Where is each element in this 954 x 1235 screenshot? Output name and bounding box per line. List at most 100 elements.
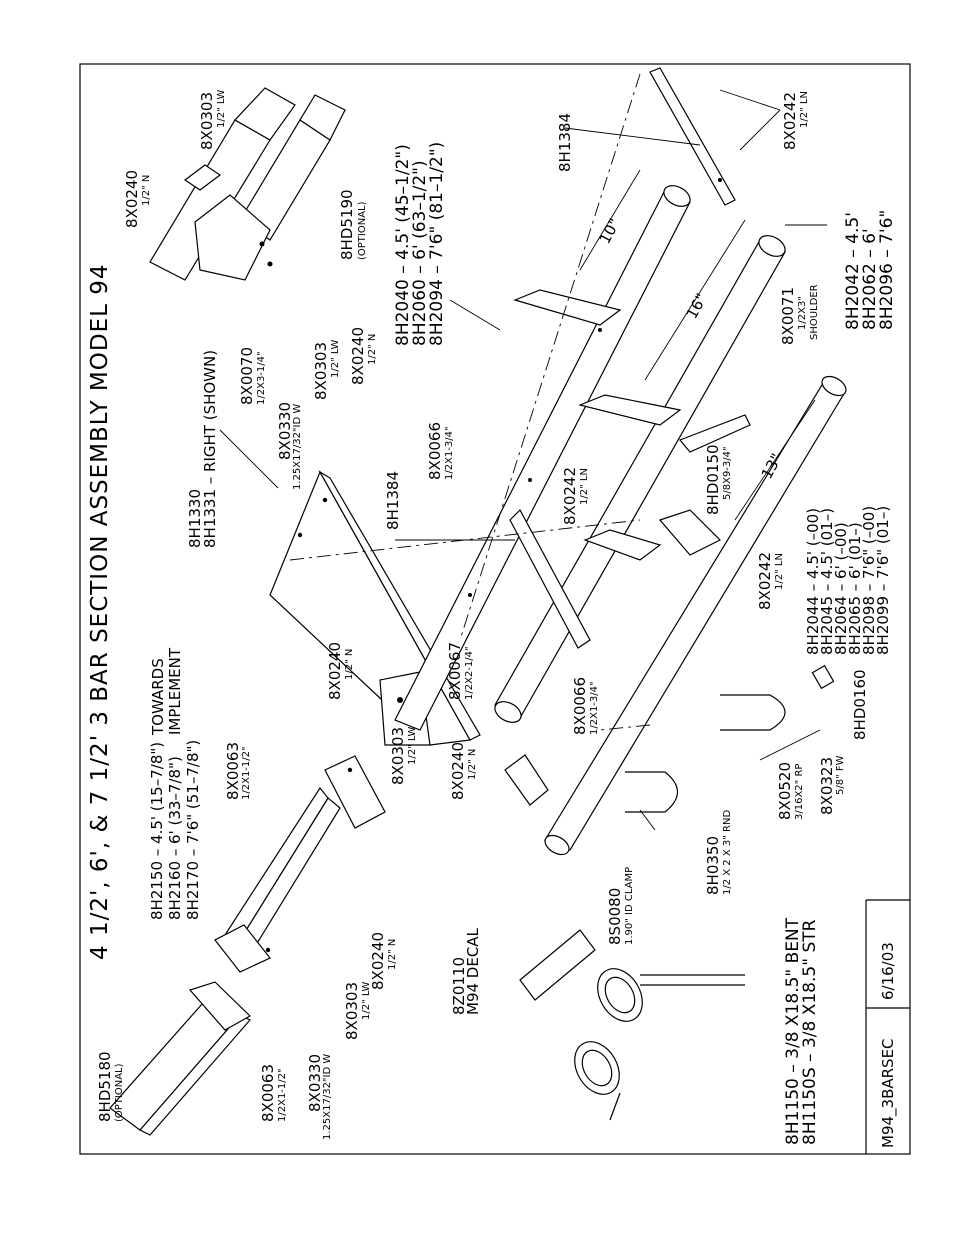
label-8x0063-b: 8X0063 — [259, 1064, 277, 1122]
label-8x0520-desc: 3/16X2" RP — [794, 764, 805, 820]
label-8x0240-top: 8X0240 — [123, 170, 141, 228]
label-8x0240-c: 8X0240 — [369, 932, 387, 990]
part-8h2150-crossbar — [214, 755, 386, 973]
label-8h2150: 8H2150 – 4.5' (15–7/8") — [148, 742, 166, 920]
label-8hd0150-desc: 5/8X9-3/4" — [722, 446, 733, 500]
label-8h2044: 8H2044 – 4.5' (–00) — [804, 508, 822, 655]
footer-date: 6/16/03 — [879, 942, 897, 1000]
label-8x0071-desc: 1/2X3" — [797, 296, 808, 330]
dim-10in: 10" — [596, 215, 624, 246]
label-8x0303-top: 8X0303 — [198, 92, 216, 150]
label-8h2094: 8H2094 – 7'6" (81–1/2") — [427, 142, 447, 346]
label-8x0303-mid-desc: 1/2" LW — [330, 339, 341, 378]
part-8h1384-strap-middle — [509, 509, 591, 649]
label-8x0330-b-desc: 1.25X17/32"ID W — [322, 1054, 333, 1140]
part-8z0110-decal — [519, 929, 596, 1001]
label-8x0066-b-desc: 1/2X1-3/4" — [589, 681, 600, 735]
label-8x0066-a-desc: 1/2X1-3/4" — [444, 426, 455, 480]
label-8hd0150: 8HD0150 — [704, 444, 722, 515]
label-8hd0160: 8HD0160 — [851, 669, 869, 740]
label-8x0330-top-desc: 1.25X17/32"ID W — [292, 404, 303, 490]
label-8h1150s: 8H1150S – 3/8 X18.5" STR — [800, 919, 820, 1145]
label-8x0242-b-desc: 1/2" LN — [579, 468, 590, 505]
direction-line2: IMPLEMENT — [166, 647, 184, 735]
leader-lines — [219, 73, 827, 831]
label-8x0303-a-desc: 1/2" LW — [407, 726, 418, 765]
label-8h2040: 8H2040 – 4.5' (45–1/2") — [393, 144, 413, 346]
label-8x0067: 8X0067 — [446, 642, 464, 700]
footer-drawing-id: M94_3BARSEC — [879, 1038, 898, 1148]
label-8h2099: 8H2099 – 7'6" (01–) — [874, 506, 892, 655]
label-8x0240-a: 8X0240 — [326, 642, 344, 700]
label-8x0240-a-desc: 1/2" N — [344, 649, 355, 680]
part-8hd0150-pin — [658, 414, 751, 556]
label-8h1150: 8H1150 – 3/8 X18.5" BENT — [783, 917, 803, 1145]
label-8z0110-desc: M94 DECAL — [464, 927, 482, 1015]
dimension-lines — [579, 169, 816, 521]
label-8x0240-b: 8X0240 — [449, 742, 467, 800]
label-8x0063-a-desc: 1/2X1-1/2" — [241, 746, 252, 800]
label-8x0242-b: 8X0242 — [561, 467, 579, 525]
label-8x0520: 8X0520 — [776, 762, 794, 820]
label-8z0110: 8Z0110 — [450, 957, 468, 1015]
part-clamp-block — [504, 754, 549, 806]
label-8h2062: 8H2062 – 6' — [860, 228, 880, 330]
label-8x0070-desc: 1/2X3-1/4" — [256, 351, 267, 405]
label-8x0242-a-desc: 1/2" LN — [799, 91, 810, 128]
part-8h1330-bracket — [269, 470, 481, 746]
label-8h0350: 8H0350 — [704, 836, 722, 895]
part-8h1384-strap-upper — [649, 67, 736, 206]
label-8x0330-b: 8X0330 — [306, 1054, 324, 1112]
label-8x0303-b: 8X0303 — [343, 982, 361, 1040]
label-8x0070: 8X0070 — [238, 347, 256, 405]
label-8x0240-c-desc: 1/2" N — [387, 939, 398, 970]
label-8h2160: 8H2160 – 6' (33–7/8") — [166, 756, 184, 920]
labels: 4 1/2', 6', & 7 1/2' 3 BAR SECTION ASSEM… — [87, 89, 898, 1148]
label-8x0242-a: 8X0242 — [781, 92, 799, 150]
label-8h2042: 8H2042 – 4.5' — [843, 212, 863, 330]
part-8h0350-ubolts — [625, 694, 786, 813]
label-8hd5180: 8HD5180 — [96, 1051, 114, 1122]
part-8h1150-tines — [574, 968, 745, 1121]
dim-16in: 16" — [683, 290, 711, 321]
label-8x0066-b: 8X0066 — [571, 677, 589, 735]
label-8x0303-top-desc: 1/2" LW — [216, 89, 227, 128]
label-8hd5190: 8HD5190 — [338, 189, 356, 260]
label-8s0080-desc: 1.90" ID CLAMP — [624, 867, 635, 945]
label-8x0242-c-desc: 1/2" LN — [774, 553, 785, 590]
label-8hd5190-note: (OPTIONAL) — [357, 201, 368, 260]
label-8x0303-a: 8X0303 — [389, 727, 407, 785]
label-8h2045: 8H2045 – 4.5' (01–) — [818, 508, 836, 655]
label-8h2098: 8H2098 – 7'6" (–00) — [860, 506, 878, 655]
direction-line1: TOWARDS — [149, 658, 167, 736]
title-text: 4 1/2', 6', & 7 1/2' 3 BAR SECTION ASSEM… — [87, 263, 113, 960]
label-8s0080: 8S0080 — [606, 888, 624, 945]
label-8x0303-mid: 8X0303 — [312, 342, 330, 400]
drawing-border — [79, 63, 911, 1155]
label-8x0330-top: 8X0330 — [276, 402, 294, 460]
label-8x0240-b-desc: 1/2" N — [467, 749, 478, 780]
label-8h1330-line1: 8H1330 — [186, 489, 204, 548]
label-8h1330-line2: 8H1331 – RIGHT (SHOWN) — [201, 350, 219, 548]
part-8hd5190-mount — [149, 87, 346, 281]
label-8x0323: 8X0323 — [818, 757, 836, 815]
label-8x0240-top-desc: 1/2" N — [141, 175, 152, 206]
part-8hd5180-tube — [109, 981, 251, 1136]
part-8hd0160-spring — [811, 664, 835, 690]
label-8x0071-desc2: SHOULDER — [809, 284, 820, 340]
label-8x0303-b-desc: 1/2" LW — [361, 981, 372, 1020]
label-8x0066-a: 8X0066 — [426, 422, 444, 480]
part-8h2040-tube — [394, 185, 691, 731]
tube-gussets — [513, 289, 682, 561]
label-8h1384-b: 8H1384 — [556, 113, 574, 172]
label-8x0323-desc: 5/8" FW — [835, 755, 846, 795]
label-8x0242-c: 8X0242 — [756, 552, 774, 610]
label-8x0071: 8X0071 — [779, 287, 797, 345]
part-8h2044-tube — [544, 375, 847, 856]
label-8x0240-mid-desc: 1/2" N — [367, 334, 378, 365]
label-8h2065: 8H2065 – 6' (01–) — [846, 522, 864, 655]
label-8hd5180-note: (OPTIONAL) — [114, 1063, 125, 1122]
label-8h2064: 8H2064 – 6' (–00) — [832, 522, 850, 655]
label-8h2170: 8H2170 – 7'6" (51–7/8") — [184, 740, 202, 920]
